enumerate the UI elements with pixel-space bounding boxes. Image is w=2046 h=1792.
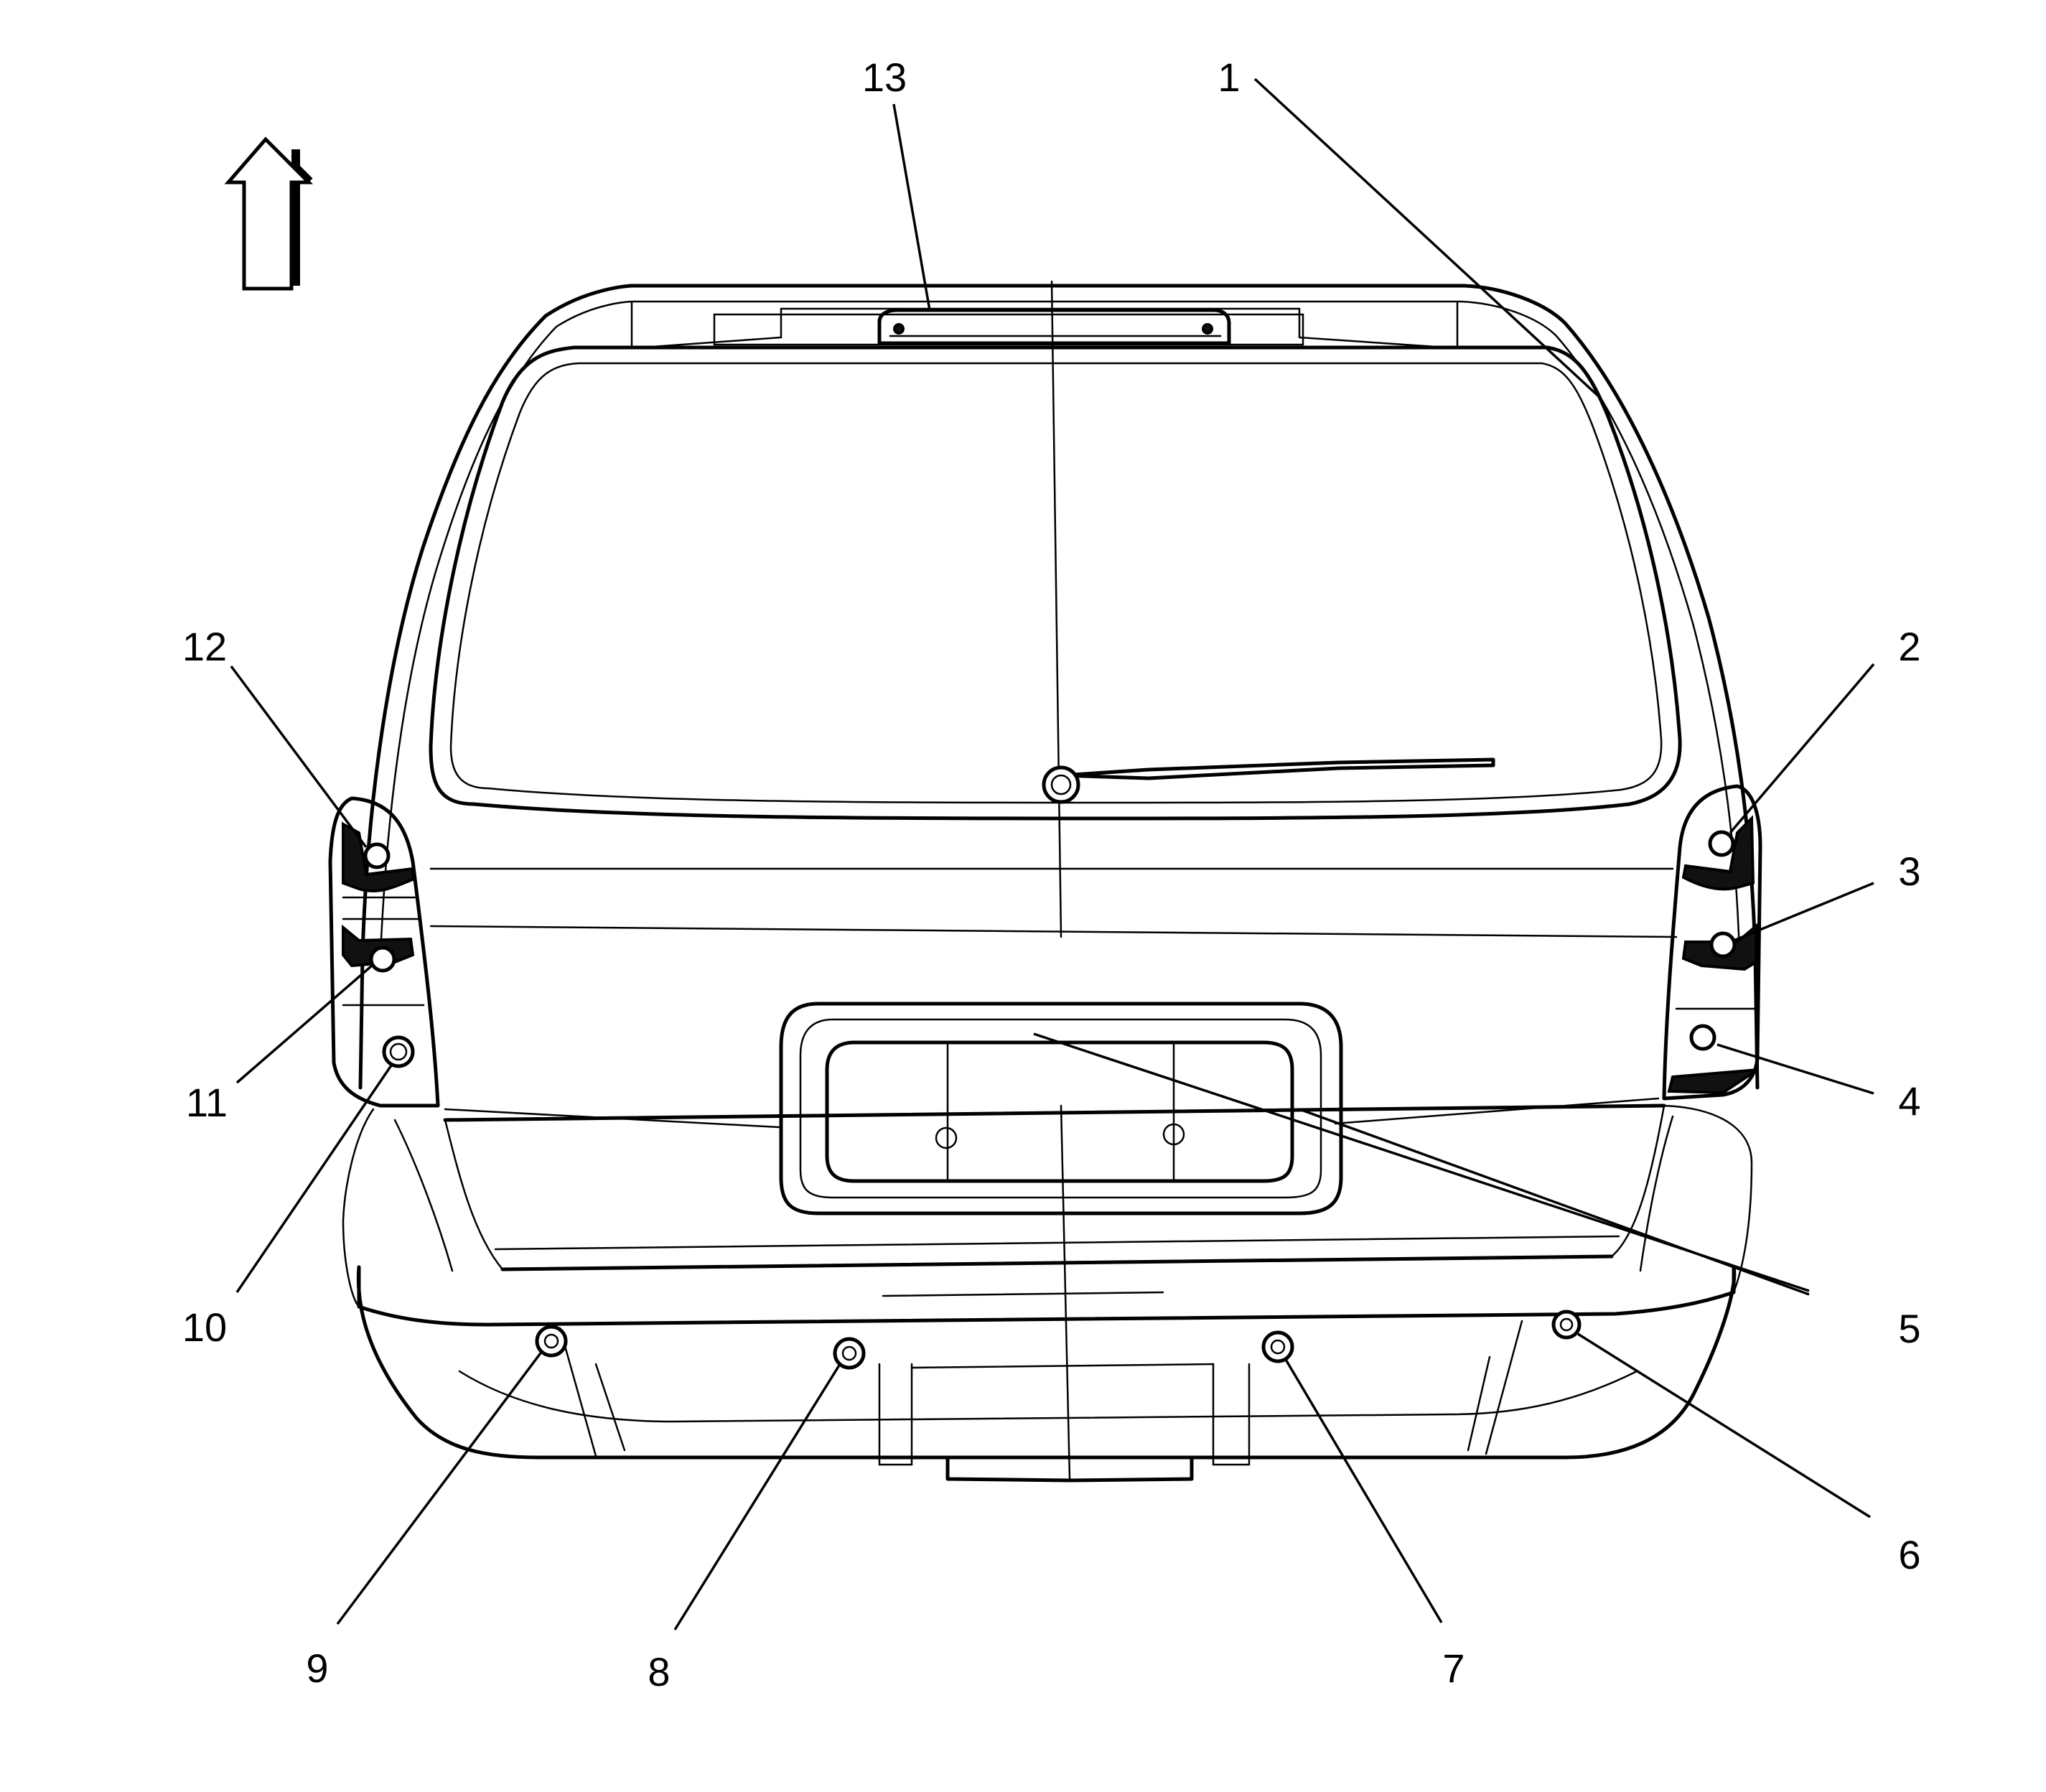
fastener-9 bbox=[535, 1325, 568, 1358]
callout-5: 5 bbox=[1898, 1306, 1920, 1351]
callout-13: 13 bbox=[862, 55, 907, 100]
callout-1: 1 bbox=[1218, 55, 1240, 100]
callout-labels: 1 2 3 4 5 6 7 8 9 10 11 12 13 bbox=[182, 55, 1921, 1694]
left-tail-lamp bbox=[328, 796, 440, 1108]
callout-7: 7 bbox=[1442, 1646, 1465, 1691]
rear-wiper bbox=[1042, 757, 1495, 804]
callout-12: 12 bbox=[182, 624, 227, 669]
callout-3: 3 bbox=[1898, 849, 1920, 894]
license-plate-pocket bbox=[779, 1002, 1343, 1215]
liftgate-body bbox=[358, 280, 1760, 1480]
high-mount-stop-lamp bbox=[713, 308, 1304, 346]
callout-2: 2 bbox=[1898, 624, 1920, 669]
fastener-8 bbox=[833, 1337, 866, 1370]
callout-4: 4 bbox=[1898, 1078, 1920, 1124]
fastener-7 bbox=[1261, 1330, 1294, 1363]
leader-lines bbox=[230, 78, 1875, 1630]
rear-bumper bbox=[342, 1104, 1753, 1483]
callout-6: 6 bbox=[1898, 1532, 1920, 1577]
callout-10: 10 bbox=[182, 1305, 227, 1350]
bumper-fasteners bbox=[535, 1310, 1582, 1370]
up-arrow-icon bbox=[224, 136, 314, 291]
callout-11: 11 bbox=[186, 1080, 228, 1125]
right-tail-lamp bbox=[1662, 784, 1762, 1101]
callout-8: 8 bbox=[648, 1649, 670, 1694]
fastener-6 bbox=[1551, 1310, 1582, 1340]
callout-9: 9 bbox=[306, 1646, 328, 1691]
